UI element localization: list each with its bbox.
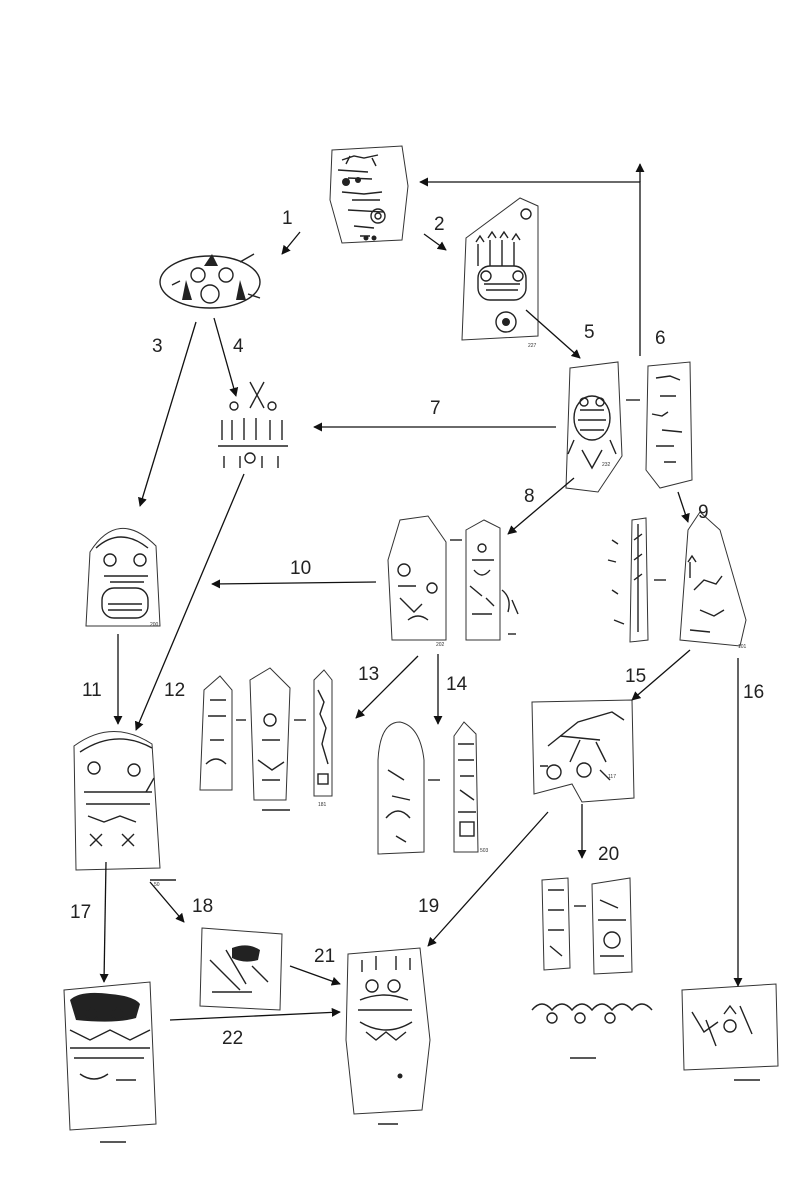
edge-label-9: 9	[698, 502, 709, 523]
edge-8	[507, 477, 575, 535]
stone-6-pair: 232	[565, 361, 693, 493]
scale-bar-11: 50	[154, 882, 160, 888]
edge-label-16: 16	[743, 682, 764, 703]
edge-label-5: 5	[584, 322, 595, 343]
edge-label-2: 2	[434, 214, 445, 235]
stone-3: 200	[85, 528, 161, 628]
stone-12-triplet: 181	[199, 667, 333, 811]
stone-number-503: 503	[480, 848, 489, 854]
edge-5	[525, 309, 581, 359]
motif-4	[218, 381, 288, 468]
edge-label-6: 6	[655, 328, 666, 349]
stone-top	[329, 145, 409, 244]
stone-number-227: 227	[528, 343, 537, 349]
stone-21	[345, 947, 431, 1125]
edge-label-22: 22	[222, 1028, 243, 1049]
edge-17	[99, 861, 109, 983]
edge-label-10: 10	[290, 558, 311, 579]
edge-4	[213, 317, 239, 397]
stone-8-pair: 202	[387, 515, 519, 648]
edge-label-8: 8	[524, 486, 535, 507]
edge-1	[281, 231, 301, 255]
edge-label-17: 17	[70, 902, 91, 923]
edge-label-4: 4	[233, 336, 244, 357]
stone-number-117: 117	[608, 774, 616, 780]
stone-15: 117	[531, 699, 635, 803]
edge-18	[149, 881, 185, 923]
edge-label-14: 14	[446, 674, 468, 695]
stone-17	[63, 981, 157, 1143]
edge-10	[211, 579, 377, 589]
edge-label-18: 18	[192, 896, 213, 917]
stone-number-9: 101	[738, 644, 747, 650]
stone-2: 227	[461, 197, 539, 349]
edge-2	[423, 233, 447, 251]
edge-21	[289, 965, 341, 986]
motif-1	[159, 253, 261, 309]
edge-3	[138, 321, 197, 507]
stone-number-202: 202	[436, 642, 445, 648]
edge-9	[677, 491, 690, 523]
edge-12	[134, 473, 245, 731]
edge-labels: 1 2 3 4 5 6 7 8 9 10 11 12 13 14 15 16 1…	[70, 208, 764, 1049]
stone-11: 50	[73, 731, 176, 888]
edge-label-12: 12	[164, 680, 185, 701]
stone-16	[681, 983, 779, 1081]
stone-number-181: 181	[318, 802, 327, 808]
edge-13	[355, 655, 419, 719]
stone-20-pair	[531, 877, 653, 1059]
edge-label-1: 1	[282, 208, 293, 229]
edge-15	[631, 649, 691, 701]
edge-19	[427, 811, 549, 947]
stone-13-14-pair: 503	[377, 721, 489, 855]
edge-label-21: 21	[314, 946, 335, 967]
edge-label-3: 3	[152, 336, 163, 357]
stone-9-pair: 101	[607, 511, 747, 650]
stone-18	[199, 927, 283, 1011]
stone-number-200: 200	[150, 622, 159, 628]
stone-number-232: 232	[602, 462, 611, 468]
edge-22	[169, 1007, 341, 1021]
edge-label-13: 13	[358, 664, 379, 685]
edge-label-7: 7	[430, 398, 441, 419]
edge-label-15: 15	[625, 666, 646, 687]
edge-label-19: 19	[418, 896, 439, 917]
edge-label-20: 20	[598, 844, 619, 865]
edge-label-11: 11	[82, 680, 102, 701]
edges	[99, 163, 743, 1021]
